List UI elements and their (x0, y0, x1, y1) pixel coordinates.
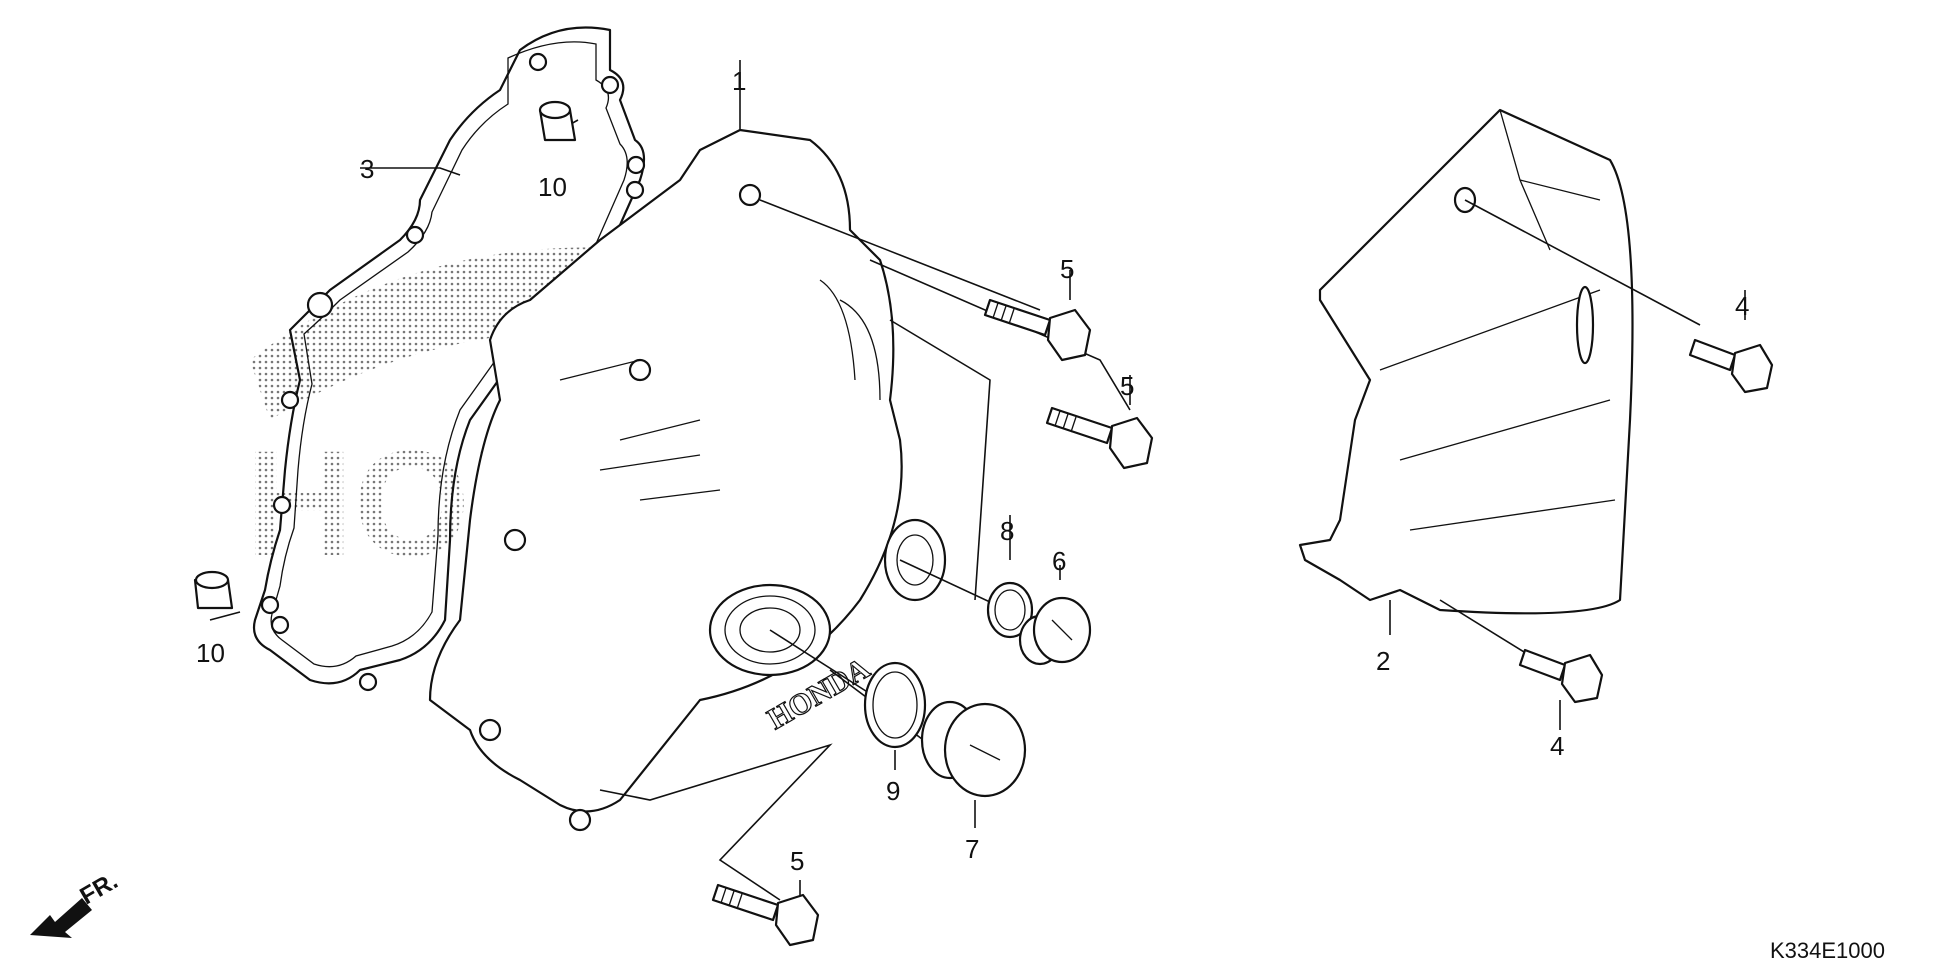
callout-5c: 5 (790, 846, 804, 876)
callout-7: 7 (965, 834, 979, 864)
flange-bolt-5b (1045, 406, 1154, 470)
callout-10b: 10 (196, 638, 225, 668)
dowel-pin-10b (193, 570, 234, 610)
dowel-pin-10a (538, 100, 577, 142)
callout-9: 9 (886, 776, 900, 806)
gasket-part-3 (252, 26, 646, 692)
callout-1: 1 (732, 66, 746, 96)
callout-10a: 10 (538, 172, 567, 202)
flange-bolt-5c (711, 883, 820, 947)
flange-bolt-5a (983, 298, 1092, 362)
crankshaft-hole-cap-part-7 (920, 700, 1027, 798)
flange-bolt-4a (1688, 338, 1774, 394)
callout-2: 2 (1376, 646, 1390, 676)
o-ring-part-8 (986, 581, 1034, 639)
callout-4b: 4 (1550, 731, 1564, 761)
front-direction-arrow-icon: FR. (30, 867, 122, 938)
callout-3: 3 (360, 154, 374, 184)
callout-8: 8 (1000, 516, 1014, 546)
drawing-code: K334E1000 (1770, 938, 1885, 963)
callout-5a: 5 (1060, 254, 1074, 284)
sprocket-cover-part-2 (1298, 108, 1634, 615)
o-ring-part-9 (863, 661, 927, 749)
flange-bolt-4b (1518, 648, 1604, 704)
timing-hole-cap-part-6 (1018, 596, 1092, 666)
callout-labels: 1 2 3 4 4 5 5 5 6 7 8 9 10 10 (196, 66, 1749, 876)
callout-6: 6 (1052, 546, 1066, 576)
callout-5b: 5 (1120, 371, 1134, 401)
callout-4a: 4 (1735, 291, 1749, 321)
